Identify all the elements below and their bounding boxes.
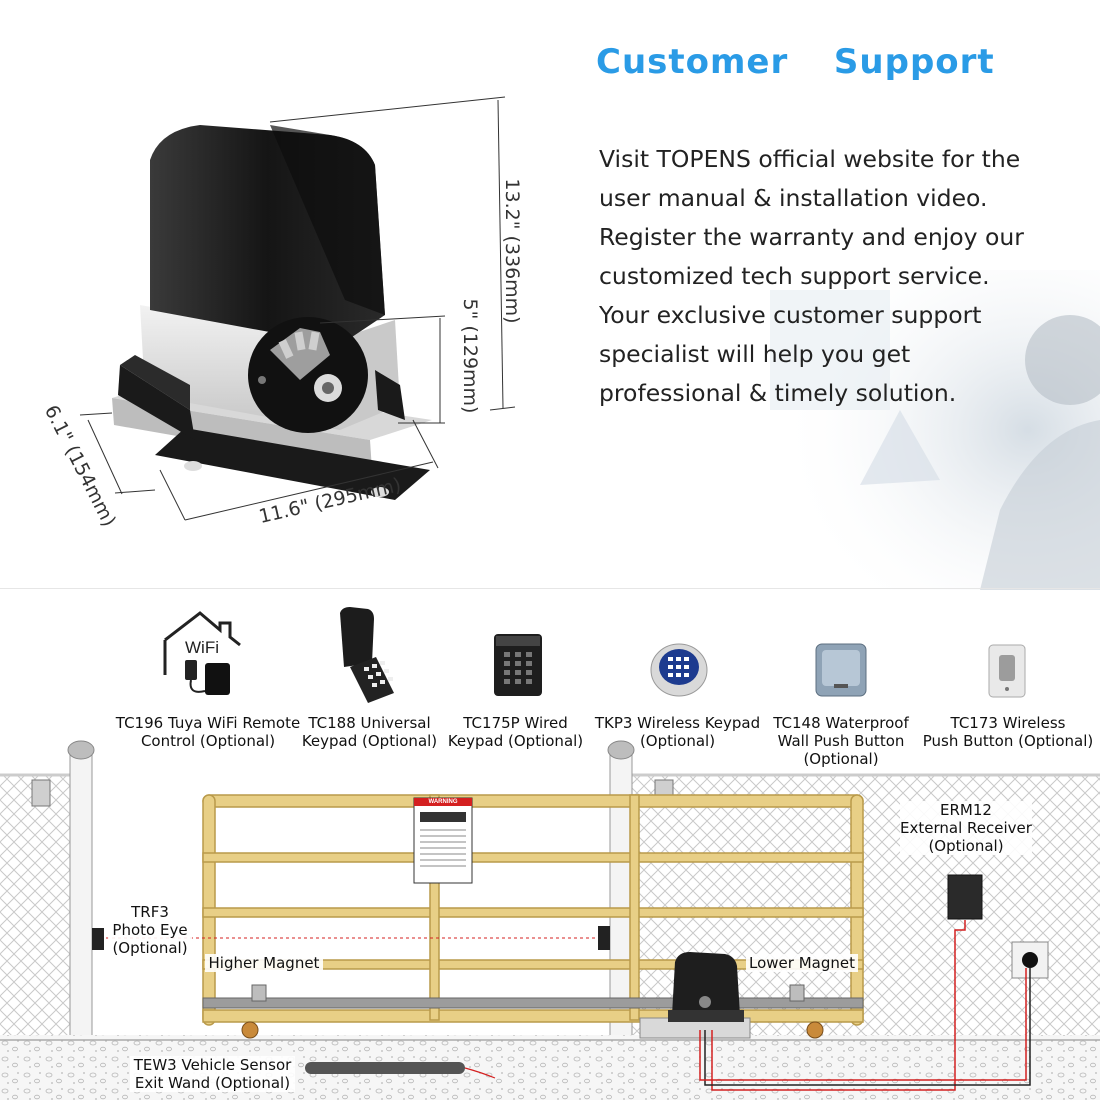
lower-magnet-label: Lower Magnet <box>746 954 858 972</box>
photo-eye-label: TRF3 Photo Eye (Optional) <box>108 903 192 957</box>
height-dimension-label: 13.2" (336mm) <box>501 178 523 324</box>
wireless-push-button-icon <box>988 644 1026 698</box>
exit-wand-label: TEW3 Vehicle Sensor Exit Wand (Optional) <box>130 1056 295 1092</box>
support-line: user manual & installation video. <box>599 184 988 212</box>
external-receiver <box>947 874 983 920</box>
universal-keypad-icon <box>340 607 394 703</box>
wall-push-button-icon <box>815 643 867 697</box>
gate-motor <box>639 952 751 1039</box>
fence-left <box>0 775 75 1035</box>
envelope-icon <box>860 410 940 485</box>
section-divider <box>0 588 1100 589</box>
support-line: specialist will help you get <box>599 340 911 368</box>
support-line: Visit TOPENS official website for the <box>599 145 1021 173</box>
wireless-keypad-icon <box>650 643 708 697</box>
support-background-image <box>740 270 1100 590</box>
accessory-label-tkp3: TKP3 Wireless Keypad (Optional) <box>594 714 761 750</box>
photo-eye-left <box>92 928 104 950</box>
wifi-icon-label: WiFi <box>185 638 219 657</box>
photo-eye-right <box>598 926 610 950</box>
support-paragraph: Visit TOPENS official website for the us… <box>599 140 1059 413</box>
support-line: Register the warranty and enjoy our <box>599 223 1024 251</box>
customer-support-title: Customer Support <box>596 42 995 82</box>
accessory-label-tc148: TC148 Waterproof Wall Push Button (Optio… <box>773 714 909 768</box>
support-line: professional & timely solution. <box>599 379 957 407</box>
wifi-remote-icon: WiFi <box>163 611 241 695</box>
accessory-label-tc175p: TC175P Wired Keypad (Optional) <box>447 714 584 750</box>
exit-wand <box>305 1062 465 1074</box>
accessory-label-tc196: TC196 Tuya WiFi Remote Control (Optional… <box>115 714 301 750</box>
warning-sign <box>413 797 473 884</box>
accessory-label-tc173: TC173 Wireless Push Button (Optional) <box>922 714 1094 750</box>
external-receiver-label: ERM12 External Receiver (Optional) <box>900 801 1032 855</box>
wired-keypad-icon <box>494 634 542 696</box>
support-line: customized tech support service. <box>599 262 990 290</box>
gear-height-dimension-label: 5" (129mm) <box>459 298 481 414</box>
warning-sign-label: WARNING <box>428 799 458 805</box>
higher-magnet-label: Higher Magnet <box>205 954 323 972</box>
support-line: Your exclusive customer support <box>599 301 982 329</box>
motor-dimension-illustration <box>79 96 516 521</box>
accessory-label-tc188: TC188 Universal Keypad (Optional) <box>301 714 438 750</box>
